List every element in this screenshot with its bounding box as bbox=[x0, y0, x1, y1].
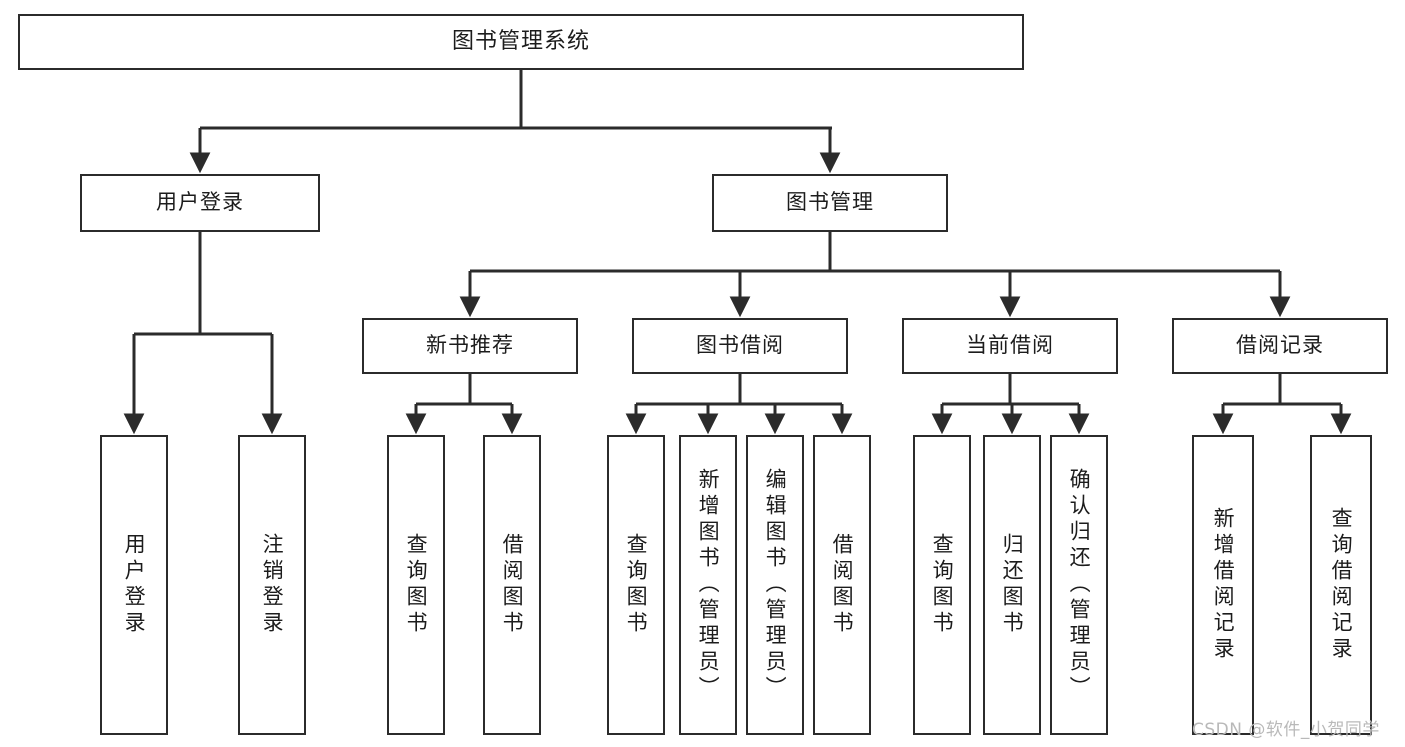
node-user-login[interactable]: 用户登录 bbox=[80, 174, 320, 232]
node-new-book-recommend-label: 新书推荐 bbox=[426, 333, 514, 358]
node-current-borrow[interactable]: 当前借阅 bbox=[902, 318, 1118, 374]
node-leaf-query-book-current-label: 查询图书 bbox=[930, 533, 955, 637]
node-leaf-user-login-label: 用户登录 bbox=[122, 533, 147, 637]
node-book-manage-label: 图书管理 bbox=[786, 190, 874, 215]
node-leaf-query-borrow-record[interactable]: 查询借阅记录 bbox=[1310, 435, 1372, 735]
node-book-borrow[interactable]: 图书借阅 bbox=[632, 318, 848, 374]
node-borrow-record[interactable]: 借阅记录 bbox=[1172, 318, 1388, 374]
node-leaf-borrow-book-recommend-label: 借阅图书 bbox=[500, 533, 525, 637]
node-leaf-query-book-recommend-label: 查询图书 bbox=[404, 533, 429, 637]
node-leaf-query-book-current[interactable]: 查询图书 bbox=[913, 435, 971, 735]
node-borrow-record-label: 借阅记录 bbox=[1236, 333, 1324, 358]
node-leaf-add-book-admin[interactable]: 新增图书（管理员） bbox=[679, 435, 737, 735]
node-leaf-query-book-recommend[interactable]: 查询图书 bbox=[387, 435, 445, 735]
node-book-borrow-label: 图书借阅 bbox=[696, 333, 784, 358]
node-leaf-borrow-book-label: 借阅图书 bbox=[830, 533, 855, 637]
node-leaf-query-book-borrow[interactable]: 查询图书 bbox=[607, 435, 665, 735]
node-leaf-add-borrow-record[interactable]: 新增借阅记录 bbox=[1192, 435, 1254, 735]
node-new-book-recommend[interactable]: 新书推荐 bbox=[362, 318, 578, 374]
node-leaf-confirm-return-admin[interactable]: 确认归还（管理员） bbox=[1050, 435, 1108, 735]
node-leaf-confirm-return-admin-label: 确认归还（管理员） bbox=[1067, 468, 1092, 702]
node-leaf-return-book-label: 归还图书 bbox=[1000, 533, 1025, 637]
csdn-watermark: CSDN @软件_小贺同学 bbox=[1192, 720, 1380, 740]
node-leaf-return-book[interactable]: 归还图书 bbox=[983, 435, 1041, 735]
node-leaf-borrow-book-recommend[interactable]: 借阅图书 bbox=[483, 435, 541, 735]
node-leaf-edit-book-admin[interactable]: 编辑图书（管理员） bbox=[746, 435, 804, 735]
node-book-manage[interactable]: 图书管理 bbox=[712, 174, 948, 232]
node-leaf-query-borrow-record-label: 查询借阅记录 bbox=[1329, 507, 1354, 663]
node-leaf-add-book-admin-label: 新增图书（管理员） bbox=[696, 468, 721, 702]
node-leaf-logout-login-label: 注销登录 bbox=[260, 533, 285, 637]
node-root-label: 图书管理系统 bbox=[451, 28, 590, 54]
node-leaf-edit-book-admin-label: 编辑图书（管理员） bbox=[763, 468, 788, 702]
node-user-login-label: 用户登录 bbox=[156, 190, 244, 215]
node-leaf-logout-login[interactable]: 注销登录 bbox=[238, 435, 306, 735]
node-leaf-query-book-borrow-label: 查询图书 bbox=[624, 533, 649, 637]
node-leaf-add-borrow-record-label: 新增借阅记录 bbox=[1211, 507, 1236, 663]
node-leaf-user-login[interactable]: 用户登录 bbox=[100, 435, 168, 735]
node-leaf-borrow-book[interactable]: 借阅图书 bbox=[813, 435, 871, 735]
node-root[interactable]: 图书管理系统 bbox=[18, 14, 1024, 70]
node-current-borrow-label: 当前借阅 bbox=[966, 333, 1054, 358]
